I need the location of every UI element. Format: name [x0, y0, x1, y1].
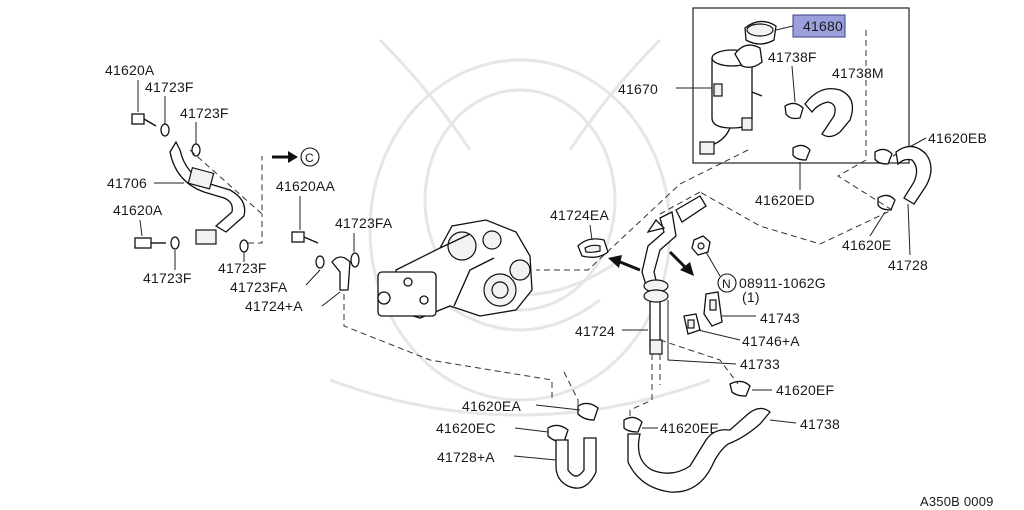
reservoir-cap[interactable]	[744, 20, 777, 45]
bolt-41620A-top[interactable]	[131, 113, 157, 127]
arrow-to-ref-c	[272, 151, 298, 163]
arrow-right	[668, 250, 694, 276]
washer-41723FA-a[interactable]	[350, 252, 360, 268]
washer-41723FA-b[interactable]	[315, 255, 325, 269]
label-41728A: 41728+A	[437, 449, 495, 465]
label-41620A-mid: 41620A	[113, 202, 163, 218]
washer-41723F-a[interactable]	[160, 123, 170, 137]
label-41724A-left: 41724+A	[245, 298, 303, 314]
hose-41728[interactable]	[895, 145, 932, 205]
label-41724EA: 41724EA	[550, 207, 609, 223]
washer-41723F-d[interactable]	[239, 239, 249, 253]
label-41743: 41743	[760, 310, 800, 326]
clamp-41620EB[interactable]	[874, 148, 893, 165]
label-41620EE: 41620EE	[660, 420, 719, 436]
nut-08911[interactable]	[691, 235, 711, 256]
label-41620ED: 41620ED	[755, 192, 815, 208]
clamp-41620EF[interactable]	[729, 380, 751, 397]
label-41620A-top: 41620A	[105, 62, 155, 78]
label-41620EB: 41620EB	[928, 130, 987, 146]
label-41620AA: 41620AA	[276, 178, 335, 194]
clamp-41738F[interactable]	[784, 102, 804, 120]
label-41620EF: 41620EF	[776, 382, 834, 398]
label-41733: 41733	[740, 356, 780, 372]
label-41723F-a: 41723F	[145, 79, 194, 95]
bracket-41743[interactable]	[703, 291, 723, 327]
label-41724: 41724	[575, 323, 615, 339]
hose-41728A[interactable]	[555, 437, 597, 489]
label-08911: 08911-1062G	[739, 275, 826, 291]
label-41738M: 41738M	[832, 65, 884, 81]
label-41670: 41670	[618, 81, 658, 97]
label-41738F: 41738F	[768, 49, 817, 65]
bolt-41620A-mid[interactable]	[134, 237, 166, 249]
grommet-41724EA[interactable]	[577, 238, 609, 258]
hose-41738[interactable]	[627, 407, 771, 493]
pipe-41706[interactable]	[169, 140, 246, 245]
hose-41724A-left[interactable]	[331, 256, 351, 291]
label-41706: 41706	[107, 175, 147, 191]
grommet-41746A[interactable]	[683, 313, 701, 335]
label-41620EC: 41620EC	[436, 420, 496, 436]
nut-symbol-circle	[717, 273, 737, 293]
footer-diagram-code: A350B 0009	[920, 494, 994, 509]
clamp-41620E[interactable]	[877, 194, 896, 211]
label-41738: 41738	[800, 416, 840, 432]
pipe-41724[interactable]	[641, 195, 707, 355]
label-41723F-b: 41723F	[180, 105, 229, 121]
reservoir-tank[interactable]	[699, 44, 763, 155]
arrow-left	[608, 255, 641, 272]
label-41723FA-a: 41723FA	[335, 215, 393, 231]
bolt-41620AA[interactable]	[291, 231, 319, 244]
reservoir-inset-box	[692, 7, 910, 164]
main-actuator-assembly[interactable]	[377, 219, 533, 319]
label-41723FA-b: 41723FA	[230, 279, 288, 295]
clamp-41620EA[interactable]	[577, 402, 599, 421]
label-41728: 41728	[888, 257, 928, 273]
hose-41738M[interactable]	[804, 87, 854, 138]
label-41746A: 41746+A	[742, 333, 800, 349]
nut-symbol-letter: N	[722, 277, 731, 291]
ref-c-letter: C	[305, 151, 314, 165]
label-41723F-c: 41723F	[143, 270, 192, 286]
clamp-41620ED[interactable]	[792, 144, 811, 161]
clamp-41620EE[interactable]	[623, 416, 643, 433]
label-08911-qty: (1)	[742, 289, 760, 305]
ref-circle-c[interactable]	[300, 147, 320, 167]
label-41680[interactable]: 41680	[803, 18, 843, 34]
washer-41723F-b[interactable]	[191, 143, 201, 157]
washer-41723F-c[interactable]	[170, 236, 180, 250]
label-41620EA: 41620EA	[462, 398, 521, 414]
label-41723F-d: 41723F	[218, 260, 267, 276]
label-41620E: 41620E	[842, 237, 891, 253]
